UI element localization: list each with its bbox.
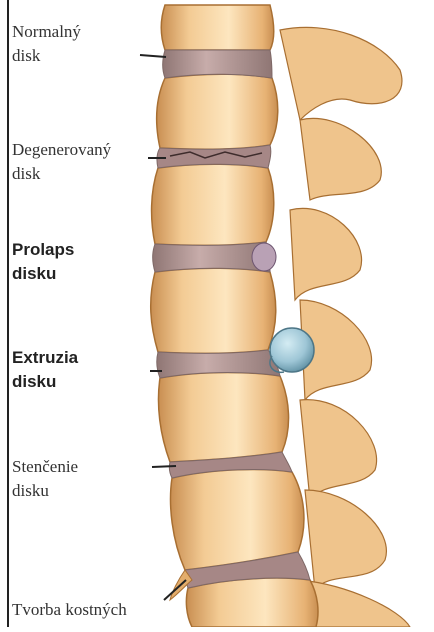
leader-osteophyte	[164, 580, 186, 600]
label-normal-disc: Normalný disk	[12, 20, 81, 68]
label-line: Normalný	[12, 20, 81, 44]
herniation-extrusion	[270, 328, 314, 372]
label-line: disku	[12, 370, 78, 394]
vertebra-4	[151, 268, 276, 353]
label-line: disk	[12, 44, 81, 68]
vertebral-bodies	[151, 5, 318, 627]
vertebra-2	[157, 74, 278, 149]
leader-normal	[140, 55, 166, 57]
label-line: disku	[12, 262, 74, 286]
label-line: Degenerovaný	[12, 138, 111, 162]
label-osteophyte: Tvorba kostných	[12, 598, 127, 622]
label-thinning: Stenčenie disku	[12, 455, 78, 503]
prolapse-bulge	[252, 243, 276, 271]
vertebra-1	[161, 5, 274, 50]
label-extrusion: Extruzia disku	[12, 346, 78, 394]
label-degenerated-disc: Degenerovaný disk	[12, 138, 111, 186]
vertebra-3	[152, 164, 274, 245]
label-line: Tvorba kostných	[12, 598, 127, 622]
disc-normal	[163, 50, 272, 78]
label-prolapse: Prolaps disku	[12, 238, 74, 286]
label-line: disku	[12, 479, 78, 503]
label-line: disk	[12, 162, 111, 186]
vertebra-7	[186, 578, 318, 627]
label-line: Extruzia	[12, 346, 78, 370]
label-line: Prolaps	[12, 238, 74, 262]
leader-thinning	[152, 466, 176, 467]
label-line: Stenčenie	[12, 455, 78, 479]
vertebra-5	[158, 373, 288, 463]
